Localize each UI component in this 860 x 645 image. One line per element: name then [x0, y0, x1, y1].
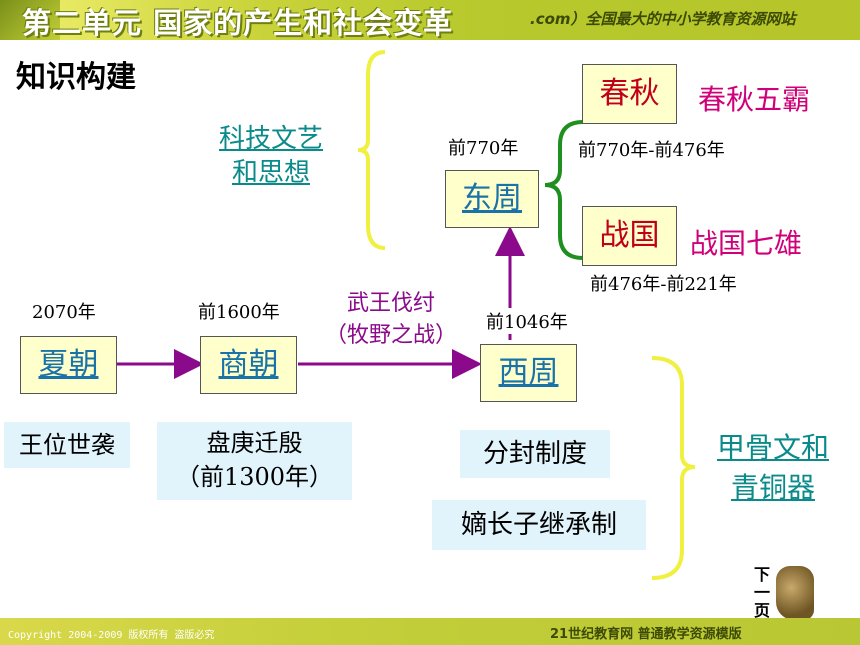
xizhou-link[interactable]: 西周: [498, 355, 559, 390]
page-heading: 知识构建: [16, 60, 136, 95]
culture-thought-link[interactable]: 科技文艺 和思想: [196, 122, 346, 190]
shang-feature-line1: 盘庚迁殷: [206, 429, 303, 457]
chunqiu-desc: 春秋五霸: [698, 78, 811, 118]
brace-eastern-zhou: [544, 120, 584, 260]
dongzhou-box[interactable]: 东周: [445, 170, 539, 228]
fengjian-panel: 分封制度: [460, 430, 610, 478]
xia-box[interactable]: 夏朝: [20, 336, 117, 394]
unit-title: 第二单元 国家的产生和社会变革: [22, 6, 454, 40]
site-slogan: .com）全国最大的中小学教育资源网站: [530, 10, 796, 28]
chunqiu-box[interactable]: 春秋: [582, 64, 677, 124]
dongzhou-year: 前770年: [448, 134, 519, 160]
next-page-button[interactable]: 下 一 页: [750, 562, 816, 622]
xia-feature-panel: 王位世袭: [4, 422, 130, 468]
chunqiu-range: 前770年-前476年: [578, 136, 725, 162]
header-bar: 第二单元 国家的产生和社会变革 .com）全国最大的中小学教育资源网站: [0, 0, 860, 40]
zhanguo-range: 前476年-前221年: [590, 270, 737, 296]
shang-link[interactable]: 商朝: [218, 347, 279, 382]
shang-feature-line2: （前1300年）: [175, 463, 334, 491]
chunqiu-label: 春秋: [599, 76, 660, 111]
shang-feature-panel: 盘庚迁殷 （前1300年）: [157, 422, 352, 500]
oracle-label-line1: 甲骨文和: [716, 431, 829, 464]
zhanguo-desc: 战国七雄: [690, 222, 803, 262]
zhanguo-box[interactable]: 战国: [582, 206, 677, 266]
shang-year: 前1600年: [198, 298, 280, 324]
conquest-line2: （牧野之战）: [324, 323, 457, 348]
culture-label-line1: 科技文艺: [218, 124, 323, 154]
primogeniture-panel: 嫡长子继承制: [432, 500, 646, 550]
culture-label-line2: 和思想: [231, 158, 310, 188]
bronze-ornament-icon: [776, 566, 814, 620]
oracle-bronze-link[interactable]: 甲骨文和 青铜器: [698, 428, 848, 508]
zhanguo-label: 战国: [599, 218, 660, 253]
brace-culture: [357, 50, 386, 250]
oracle-label-line2: 青铜器: [730, 471, 815, 504]
xizhou-box[interactable]: 西周: [480, 344, 577, 402]
footer-brand: 21世纪教育网 普通教学资源模版: [550, 627, 742, 642]
footer-bar: Copyright 2004-2009 版权所有 盗版必究 21世纪教育网 普通…: [0, 618, 860, 645]
next-page-label: 下 一 页: [754, 565, 771, 620]
copyright-text: Copyright 2004-2009 版权所有 盗版必究: [8, 630, 215, 641]
site-logo: [0, 0, 60, 40]
shang-box[interactable]: 商朝: [200, 336, 297, 394]
xia-year: 2070年: [32, 298, 96, 324]
brace-artifacts: [651, 356, 696, 580]
conquest-line1: 武王伐纣: [346, 291, 435, 316]
xia-link[interactable]: 夏朝: [38, 347, 99, 382]
xizhou-year: 前1046年: [486, 308, 568, 334]
dongzhou-link[interactable]: 东周: [462, 181, 522, 216]
conquest-label: 武王伐纣 （牧野之战）: [306, 288, 476, 352]
